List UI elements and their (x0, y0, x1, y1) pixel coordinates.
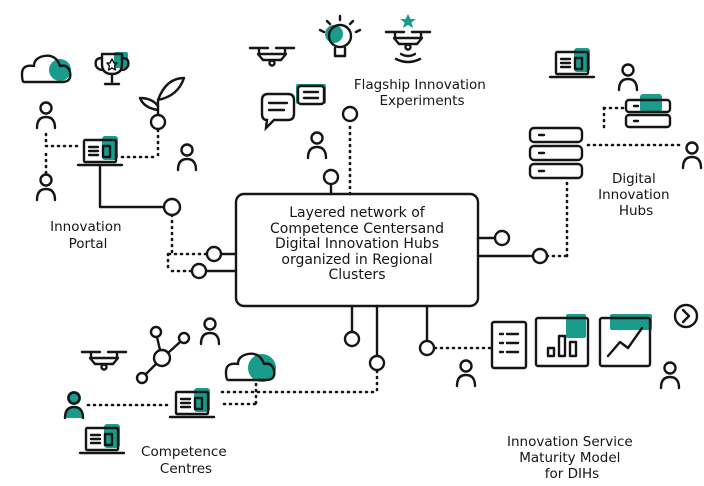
person-icon (306, 131, 328, 160)
laptop-icon (78, 422, 126, 455)
center-line: organized in Regional (281, 251, 433, 268)
person-icon (617, 63, 639, 92)
drone-icon (80, 350, 128, 371)
innovation-portal-cluster: Innovation Portal (20, 52, 198, 273)
laptop-icon (548, 46, 596, 79)
digital-hubs-label: Digital Innovation Hubs (598, 171, 674, 219)
person-icon (176, 143, 198, 172)
network-icon (135, 325, 191, 385)
trophy-icon (94, 52, 130, 86)
central-network-box (234, 192, 480, 308)
person-icon (199, 317, 221, 346)
arrow-right-icon (673, 303, 699, 329)
competence-cluster: Competence Centres (63, 317, 379, 477)
maturity-cluster: Innovation Service Maturity Model for DI… (455, 303, 699, 482)
person-icon (63, 391, 85, 420)
central-network-label: Layered network of Competence Centersand… (238, 205, 476, 284)
person-icon (659, 361, 681, 390)
center-line: Layered network of (289, 205, 425, 221)
maturity-model-label: Innovation Service Maturity Model for DI… (507, 434, 637, 482)
drone-icon (384, 14, 432, 64)
innovation-portal-label: Innovation Portal (50, 219, 126, 252)
center-line: Competence Centersand (270, 220, 444, 237)
server-icon (528, 126, 584, 180)
center-connectors (166, 105, 569, 394)
center-line: Clusters (328, 267, 386, 283)
person-icon (35, 101, 57, 130)
competence-centres-label: Competence Centres (141, 444, 231, 477)
flagship-label: Flagship Innovation Experiments (354, 77, 490, 109)
speech-bubble-icon (260, 84, 326, 132)
server-icon (624, 94, 672, 129)
flagship-cluster: Flagship Innovation Experiments (248, 14, 490, 160)
person-icon (455, 359, 477, 388)
person-icon (35, 173, 57, 202)
center-line: Digital Innovation Hubs (274, 236, 439, 252)
laptop-icon (168, 386, 216, 419)
bar-chart-icon (534, 314, 590, 368)
cloud-icon (20, 54, 72, 84)
drone-icon (248, 46, 296, 67)
line-chart-icon (598, 314, 652, 368)
laptop-icon (76, 134, 124, 167)
plant-icon (138, 76, 186, 122)
cloud-icon (224, 352, 276, 382)
digital-hubs-cluster: Digital Innovation Hubs (528, 46, 703, 219)
person-icon (681, 141, 703, 170)
lightbulb-icon (318, 14, 362, 58)
document-icon (490, 320, 528, 370)
